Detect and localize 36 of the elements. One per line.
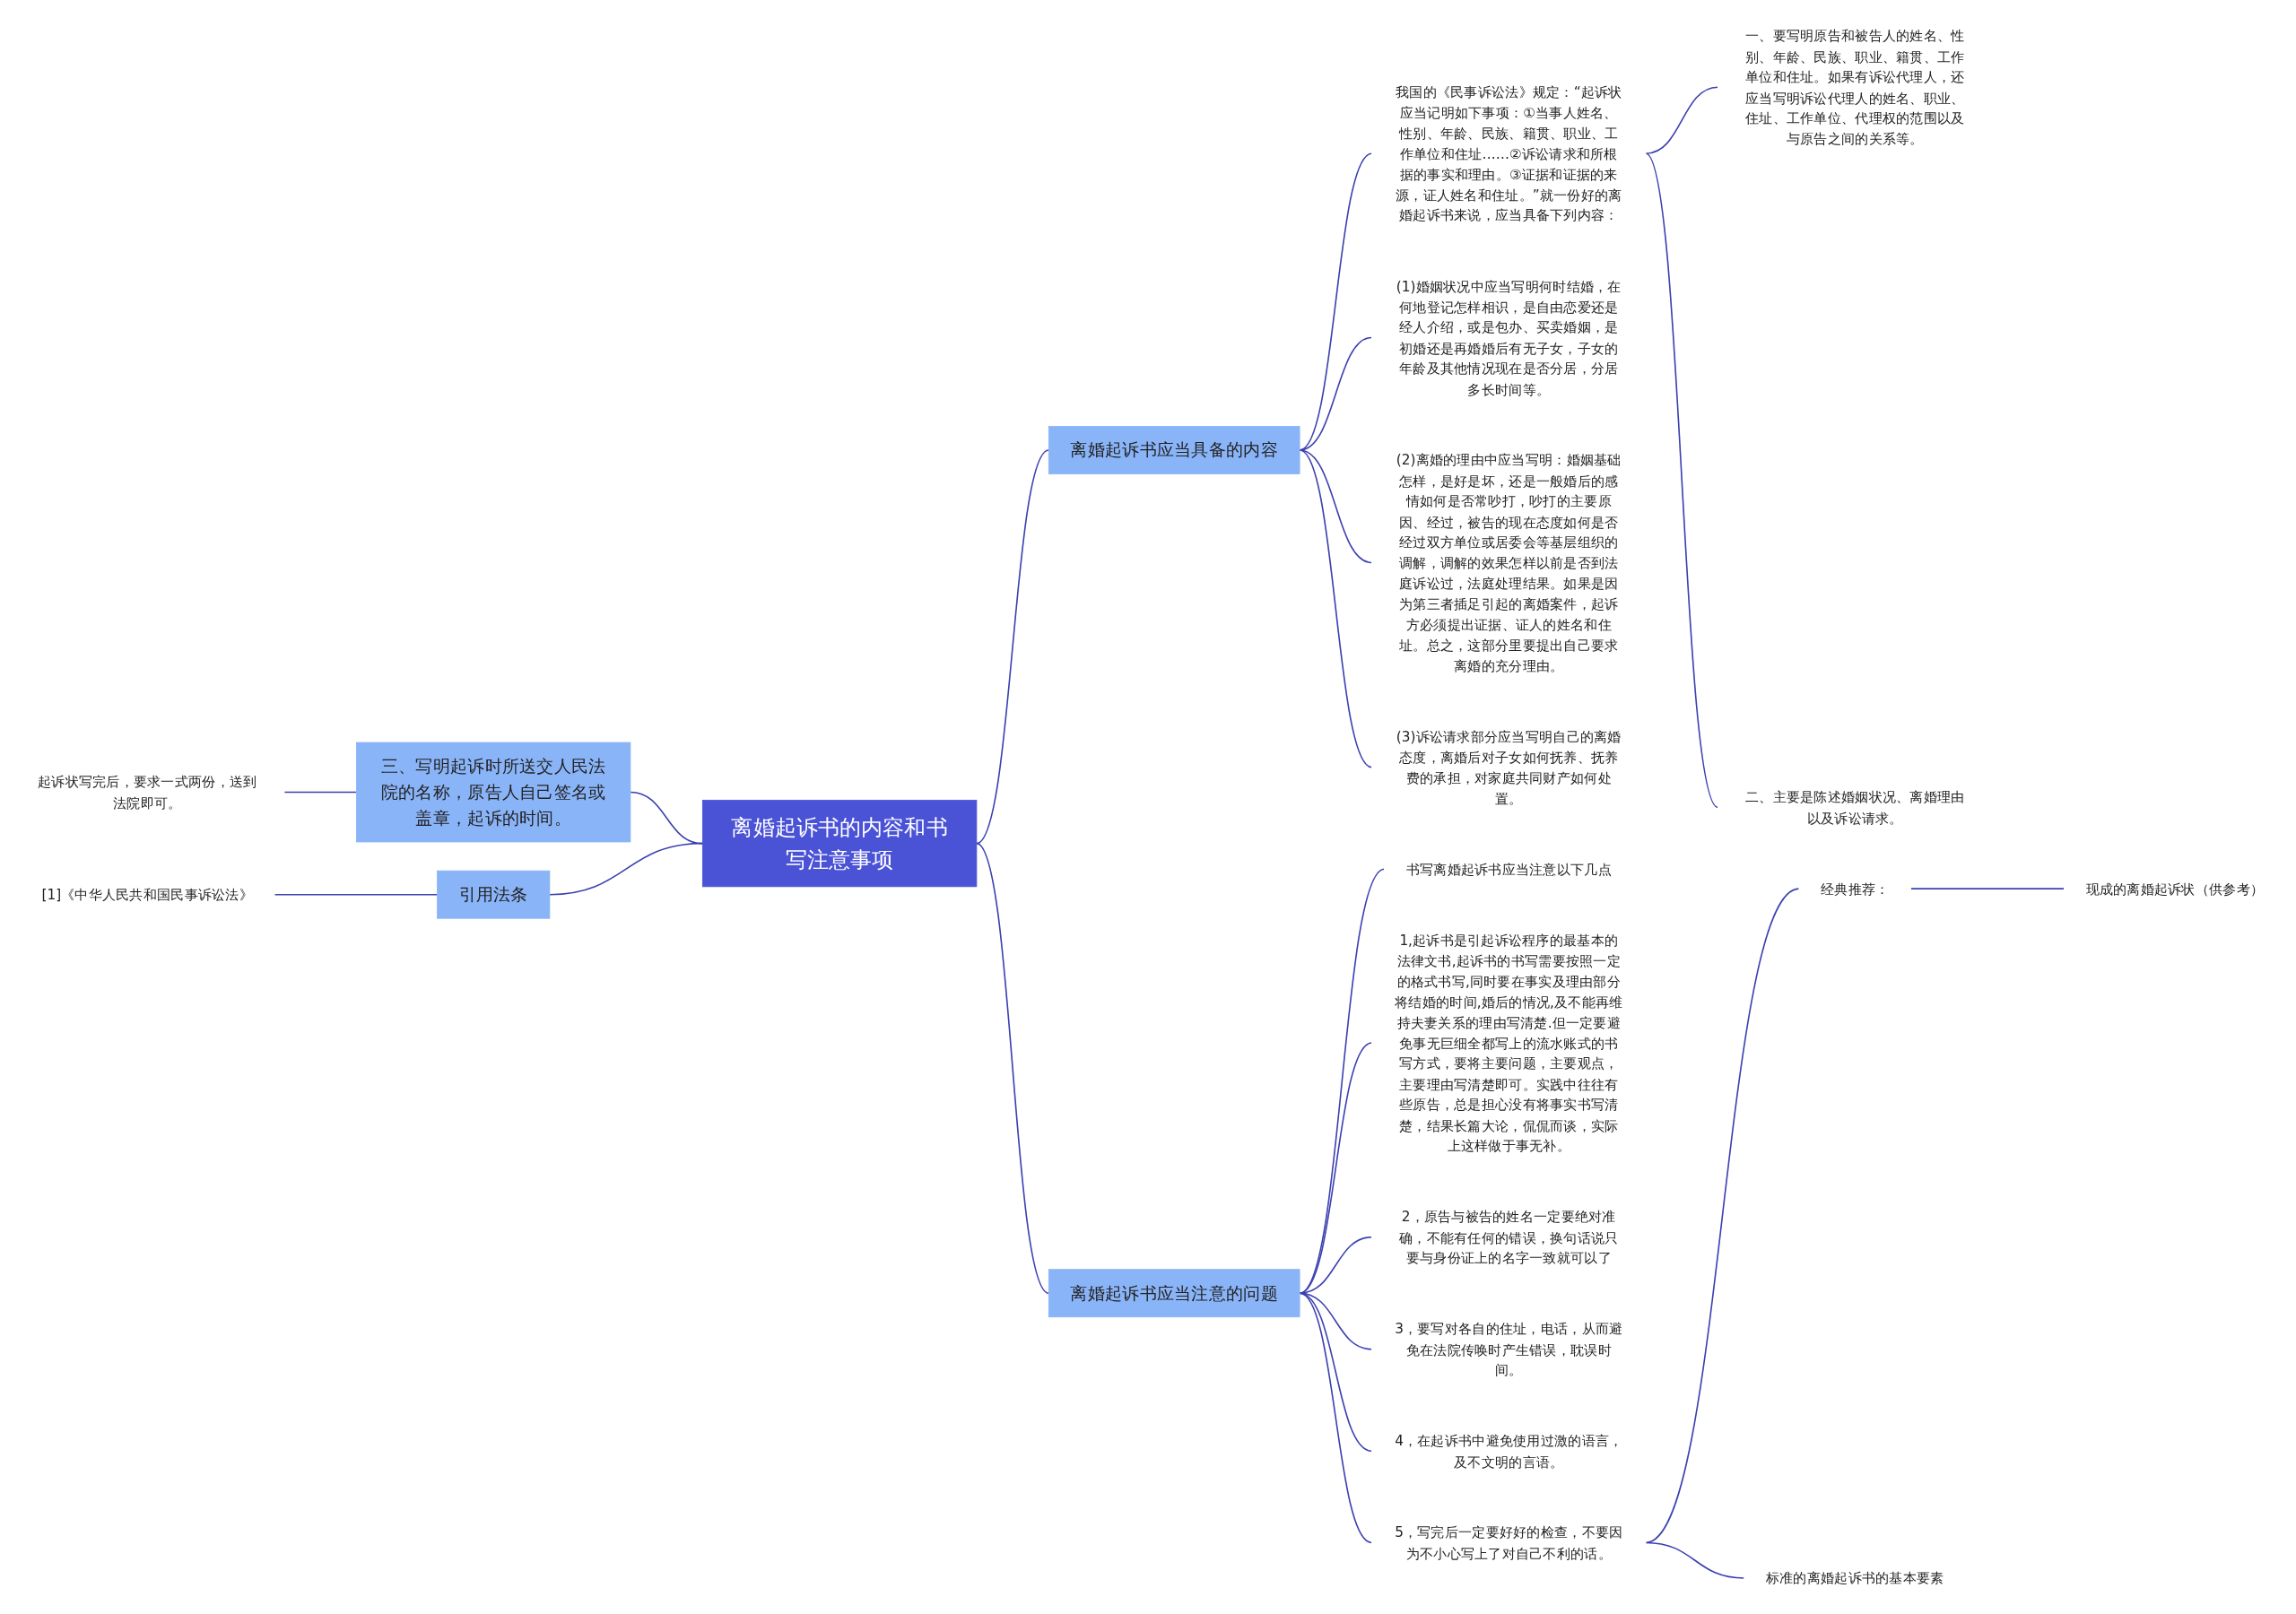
connector <box>283 791 358 794</box>
node-text: 2，原告与被告的姓名一定要绝对准确，不能有任何的错误，换句话说只要与身份证上的名字一致就可以了 <box>1399 1208 1619 1266</box>
connector <box>1645 152 1719 809</box>
node-text: (1)婚姻状况中应当写明何时结婚，在何地登记怎样相识，是自由恋爱还是经人介绍，或是包办、买卖婚姻，是初婚还是再婚婚后有无子女，子女的年龄及其他情况现在是否分居，分居多长时间等。 <box>1396 278 1622 397</box>
node-text: 经典推荐： <box>1821 881 1890 897</box>
node-text: 3，要写对各自的住址，电话，从而避免在法院传唤时产生错误，耽误时间。 <box>1395 1320 1623 1378</box>
connector <box>1299 1292 1373 1544</box>
connector <box>1299 868 1386 1295</box>
node-box: 离婚起诉书应当具备的内容 <box>1048 426 1300 474</box>
node-text: (2)离婚的理由中应当写明：婚姻基础怎样，是好是坏，还是一般婚后的感情如何是否常吵打，吵打的主要原因、经过，被告的现在态度如何是否经过双方单位或居委会等基层组织的调解，调解的效果怎样以前是否到法庭诉讼过，法庭处理结果。如果是因为第三者插足引起的离婚案件，起诉方必须提出证据、证人的姓名和住址。总之，这部分里要提出自己要求离婚的充分理由。 <box>1396 451 1622 673</box>
node-text: 4，在起诉书中避免使用过激的语言，及不文明的言语。 <box>1395 1432 1623 1470</box>
node-text: (3)诉讼请求部分应当写明自己的离婚态度，离婚后对子女如何抚养、抚养费的承担，对家庭共同财产如何处置。 <box>1396 728 1622 806</box>
connector <box>1909 888 2066 889</box>
connector <box>1645 86 1719 154</box>
node-text: 我国的《民事诉讼法》规定：“起诉状应当记明如下事项：①当事人姓名、性别、年龄、民族、籍贯、职业、工作单位和住址……②诉讼请求和所根据的事实和理由。③证据和证据的来源，证人姓名和住址。”就一份好的离婚起诉书来说，应当具备下列内容： <box>1396 83 1622 223</box>
node-box: 引用法条 <box>437 870 551 919</box>
connector <box>1645 1541 1745 1579</box>
connector <box>1299 449 1373 564</box>
connector <box>549 842 704 896</box>
connector <box>1645 888 1800 1544</box>
node-box: 离婚起诉书应当注意的问题 <box>1048 1269 1300 1318</box>
node-text: 现成的离婚起诉状（供参考） <box>2085 881 2265 897</box>
connector <box>976 842 1050 1295</box>
node-text: 标准的离婚起诉书的基本要素 <box>1766 1569 1944 1586</box>
connector <box>1299 449 1373 768</box>
connector <box>274 893 439 896</box>
node-text: 1,起诉书是引起诉讼程序的最基本的法律文书,起诉书的书写需要按照一定的格式书写,同时要在事实及理由部分将结婚的时间,婚后的情况,及不能再维持夫妻关系的理由写清楚.但一定要避免事无巨细全都写上的流水账式的书写方式，要将主要问题，主要观点，主要理由写清楚即可。实践中往往有些原告，总是担心没有将事实书写清楚，结果长篇大论，侃侃而谈，实际上这样做于事无补。 <box>1395 932 1623 1154</box>
node-text: 一、要写明原告和被告人的姓名、性别、年龄、民族、职业、籍贯、工作单位和住址。如果有诉讼代理人，还应当写明诉讼代理人的姓名、职业、住址、工作单位、代理权的范围以及与原告之间的关系等。 <box>1745 27 1965 147</box>
node-text: 起诉状写完后，要求一式两份，送到法院即可。 <box>38 774 257 811</box>
node-text: [1]《中华人民共和国民事诉讼法》 <box>41 886 254 903</box>
node-text: 5，写完后一定要好好的检查，不要因为不小心写上了对自己不利的话。 <box>1395 1523 1623 1561</box>
node-text: 书写离婚起诉书应当注意以下几点 <box>1405 861 1613 877</box>
node-box: 三、写明起诉时所送交人民法院的名称，原告人自己签名或盖章，起诉的时间。 <box>356 742 631 843</box>
connector <box>976 449 1050 845</box>
node-box: 离婚起诉书的内容和书写注意事项 <box>702 799 978 888</box>
node-text: 二、主要是陈述婚姻状况、离婚理由以及诉讼请求。 <box>1745 788 1965 826</box>
